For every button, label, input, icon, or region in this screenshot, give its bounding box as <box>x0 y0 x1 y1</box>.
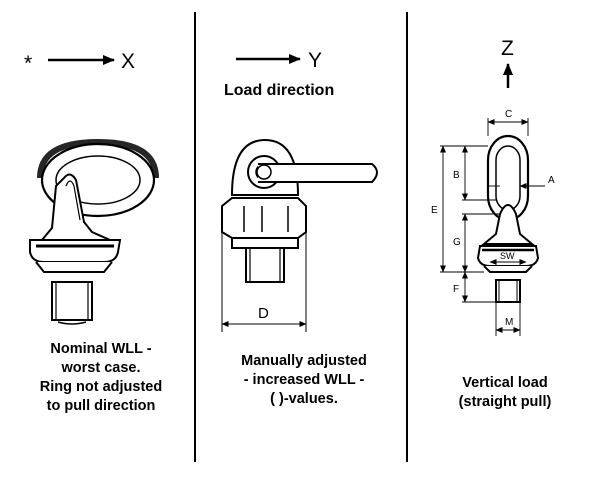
dimension-label-c: C <box>505 109 512 120</box>
axis-label-y: Y <box>308 49 322 72</box>
load-direction-label: Load direction <box>224 82 334 99</box>
panel-divider-left <box>194 12 196 462</box>
dimension-label-g: G <box>453 237 461 248</box>
eyebolt-vertical-view <box>476 134 540 303</box>
panel-divider-right <box>406 12 408 462</box>
dimension-label-f: F <box>453 284 459 295</box>
panel-2-y-direction: Y Load direction <box>221 49 378 332</box>
panel-1-x-direction: * X <box>24 50 159 325</box>
caption-panel-2: Manually adjusted - increased WLL - ( )-… <box>241 353 367 407</box>
dimension-label-d: D <box>258 305 269 322</box>
eyebolt-front-view <box>221 138 378 283</box>
dimension-lines-panel-3 <box>440 118 545 336</box>
dimension-label-b: B <box>453 170 460 181</box>
axis-marker-asterisk: * <box>24 52 32 75</box>
caption-panel-1: Nominal WLL - worst case. Ring not adjus… <box>39 341 163 414</box>
dimension-label-m: M <box>505 317 513 328</box>
dimension-label-e: E <box>431 205 438 216</box>
caption-panel-3: Vertical load (straight pull) <box>458 375 552 410</box>
dimension-label-a: A <box>548 175 555 186</box>
panel-3-z-direction: Z <box>431 37 555 336</box>
axis-label-x: X <box>121 50 135 73</box>
eyebolt-side-view <box>29 138 159 325</box>
dimension-label-sw: SW <box>500 251 515 261</box>
dimension-d <box>221 232 307 332</box>
axis-label-z: Z <box>501 37 514 60</box>
